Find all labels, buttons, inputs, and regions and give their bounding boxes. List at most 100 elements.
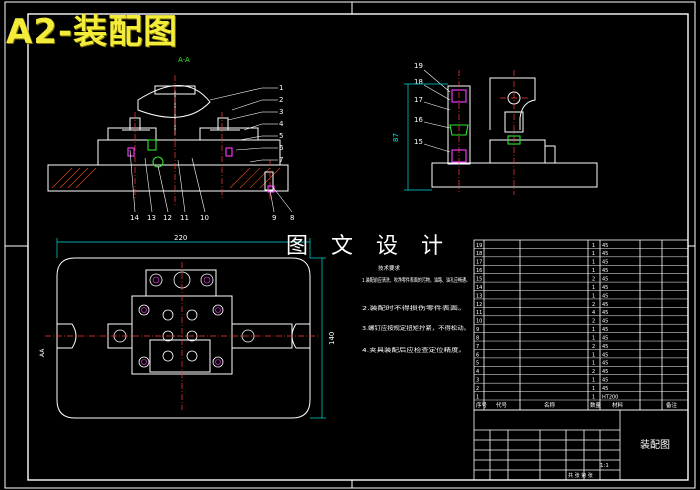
front-section-view <box>47 85 289 192</box>
bom-cell-material: 45 <box>602 352 608 358</box>
bom-cell-seq: 7 <box>476 344 479 350</box>
bom-cell-material: 45 <box>602 335 608 341</box>
notes-heading: 技术要求 <box>378 264 401 272</box>
bom-cell-qty: 1 <box>592 386 595 392</box>
bom-cell-seq: 1 <box>476 394 479 400</box>
bom-cell-material: 45 <box>602 260 608 266</box>
bom-cell-seq: 12 <box>476 302 482 308</box>
side-dimension <box>404 83 448 191</box>
callout-1: 1 <box>279 84 283 92</box>
bom-cell-material: 45 <box>602 310 608 316</box>
sheet-label: 共 张 第 张 <box>568 472 593 479</box>
bom-cell-qty: 1 <box>592 268 595 274</box>
bom-cell-seq: 15 <box>476 277 482 283</box>
callout-2: 2 <box>279 96 283 104</box>
plan-holes <box>113 271 255 368</box>
callout-5: 5 <box>279 132 283 140</box>
bom-cell-seq: 18 <box>476 251 482 257</box>
callout-12: 12 <box>163 214 172 222</box>
watermark-text: 图 文 设 计 <box>286 234 451 259</box>
callout-17: 17 <box>414 96 423 104</box>
section-label: A-A <box>178 56 190 64</box>
callout-4: 4 <box>279 120 284 128</box>
bom-cell-seq: 16 <box>476 268 482 274</box>
technical-notes: 技术要求 1.装配前应清洗、吹净零件表面的污物，油路、油孔应畅通。 2.装配时不… <box>362 264 470 354</box>
bom-cell-qty: 1 <box>592 251 595 257</box>
bom-cell-material: 45 <box>602 251 608 257</box>
front-highlights <box>127 139 275 193</box>
plan-dimensions <box>56 238 326 419</box>
bom-cell-seq: 19 <box>476 243 482 249</box>
bom-header-qty: 数量 <box>590 401 602 409</box>
front-centerlines <box>134 75 271 205</box>
bom-cell-material: 45 <box>602 319 608 325</box>
bom-cell-qty: 1 <box>592 285 595 291</box>
plan-left-mark: AA <box>39 348 46 357</box>
bom-cell-qty: 4 <box>592 310 595 316</box>
bom-cell-seq: 3 <box>476 378 479 384</box>
callout-14: 14 <box>130 214 139 222</box>
plan-view <box>56 257 311 419</box>
side-centerlines <box>458 70 530 195</box>
banner-title: A2-装配图 <box>6 12 179 52</box>
plan-height-dimension: 140 <box>328 332 336 345</box>
callout-10: 10 <box>200 214 209 222</box>
callout-8: 8 <box>290 214 294 222</box>
bom-cell-qty: 1 <box>592 378 595 384</box>
bom-header-row: 序号 代号 名称 数量 材料 备注 <box>476 401 678 409</box>
bom-cell-seq: 5 <box>476 361 479 367</box>
bom-cell-material: 45 <box>602 369 608 375</box>
bom-cell-qty: 2 <box>592 369 595 375</box>
note-1: 1.装配前应清洗、吹净零件表面的污物，油路、油孔应畅通。 <box>362 276 470 284</box>
bom-cell-seq: 17 <box>476 260 482 266</box>
bom-cell-material: 45 <box>602 302 608 308</box>
side-view <box>431 77 598 188</box>
bom-header-material: 材料 <box>612 401 624 409</box>
callout-18: 18 <box>414 78 423 86</box>
bom-cell-material: 45 <box>602 285 608 291</box>
note-3: 3.螺钉应按规定扭矩拧紧，不得松动。 <box>362 324 470 332</box>
drawing-scale: 1:1 <box>600 463 609 469</box>
bom-cell-qty: 2 <box>592 302 595 308</box>
side-highlights <box>449 89 521 163</box>
bom-cell-material: 45 <box>602 293 608 299</box>
callout-11: 11 <box>180 214 189 222</box>
front-leaders <box>129 87 293 213</box>
side-callouts: 19 18 17 16 15 <box>414 62 423 146</box>
bom-cell-material: 45 <box>602 277 608 283</box>
callout-19: 19 <box>414 62 423 70</box>
callout-7: 7 <box>279 156 283 164</box>
bom-cell-seq: 9 <box>476 327 479 333</box>
bom-header-note: 备注 <box>666 401 678 409</box>
bom-cell-qty: 1 <box>592 327 595 333</box>
bom-cell-material: 45 <box>602 327 608 333</box>
bom-cell-qty: 2 <box>592 319 595 325</box>
bom-cell-qty: 1 <box>592 260 595 266</box>
bom-cell-seq: 14 <box>476 285 482 291</box>
callout-16: 16 <box>414 116 423 124</box>
bom-cell-material: 45 <box>602 378 608 384</box>
bom-cell-seq: 4 <box>476 369 479 375</box>
title-block <box>473 409 689 481</box>
bom-cell-material: 45 <box>602 268 608 274</box>
bom-header-seq: 序号 <box>476 401 488 409</box>
bom-cell-qty: 1 <box>592 394 595 400</box>
bom-cell-seq: 8 <box>476 335 479 341</box>
plan-centerlines <box>45 262 320 410</box>
callout-3: 3 <box>279 108 283 116</box>
side-dimension-value: 87 <box>392 133 400 142</box>
bom-cell-qty: 1 <box>592 352 595 358</box>
drawing-name: 装配图 <box>640 438 670 451</box>
bom-cell-material: 45 <box>602 243 608 249</box>
plan-width-dimension: 220 <box>174 234 187 242</box>
bom-cell-qty: 2 <box>592 344 595 350</box>
bom-cell-seq: 2 <box>476 386 479 392</box>
bom-cell-material: 45 <box>602 344 608 350</box>
bom-cell-qty: 1 <box>592 293 595 299</box>
bom-cell-seq: 10 <box>476 319 482 325</box>
bom-header-name: 名称 <box>544 401 556 409</box>
callout-9: 9 <box>272 214 276 222</box>
front-callouts-right: 1 2 3 4 5 6 7 <box>279 84 284 164</box>
